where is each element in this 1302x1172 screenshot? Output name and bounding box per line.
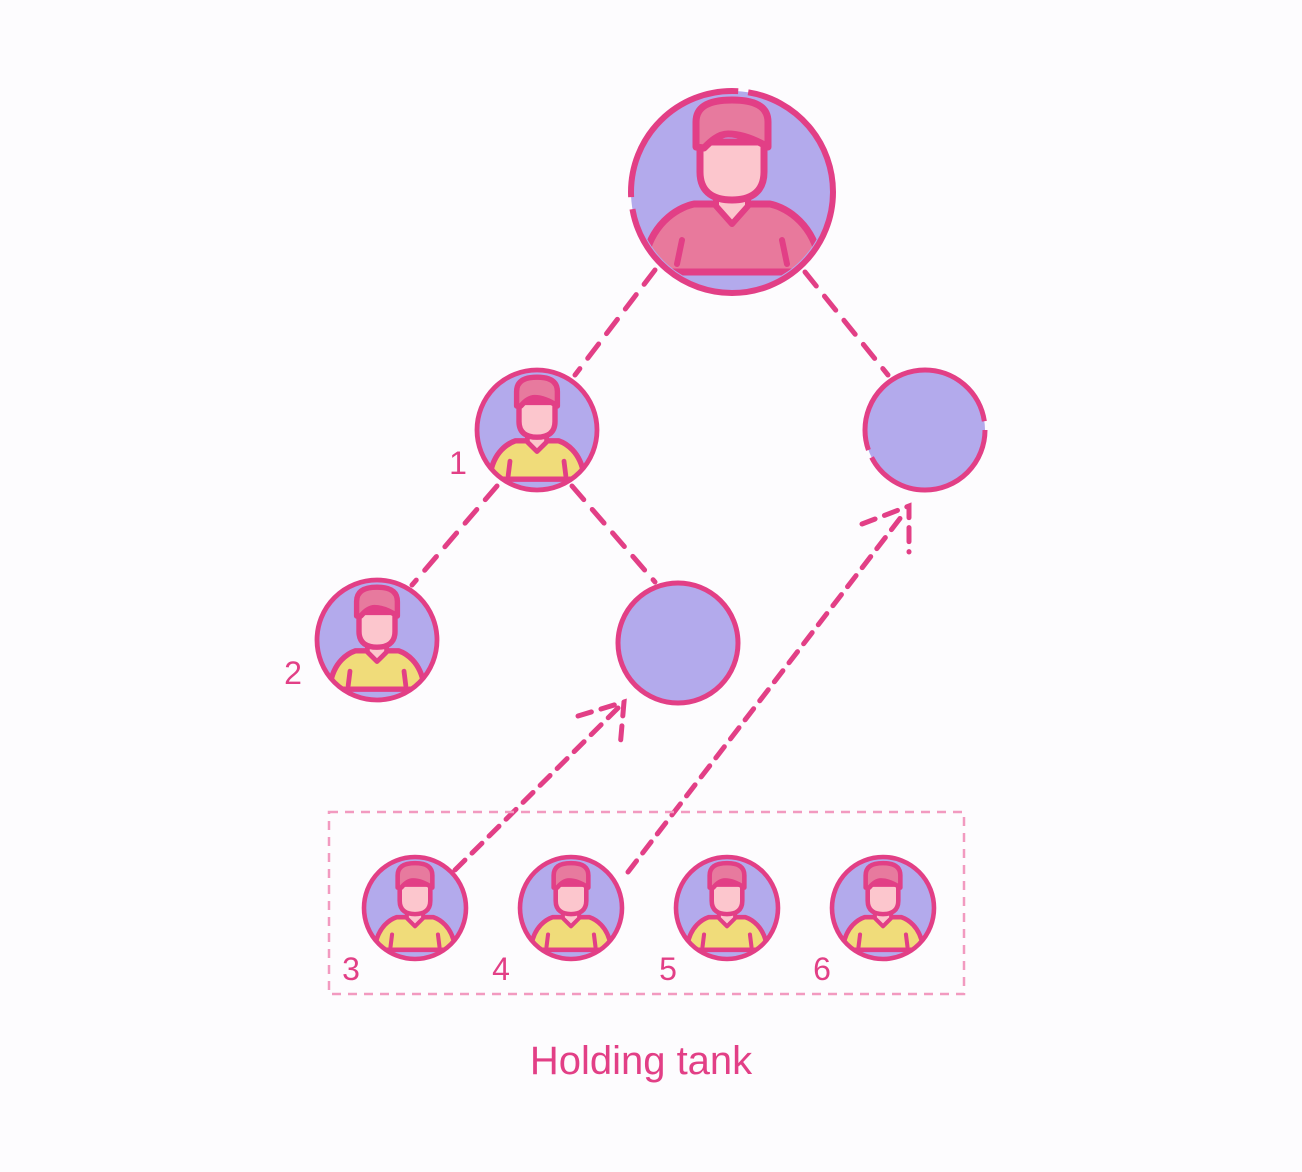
node-label-2: 2: [284, 655, 302, 691]
member-label-6: 6: [813, 951, 831, 987]
tree-node-2[interactable]: [314, 577, 440, 703]
holding-tank-member-3[interactable]: [361, 854, 469, 962]
member-label-4: 4: [492, 951, 510, 987]
placement-arrow-3-head-icon: [575, 698, 627, 751]
placement-arrow-4-head-icon: [859, 502, 912, 555]
root-node[interactable]: [628, 88, 836, 296]
connector-node1-to-node2: [409, 483, 500, 588]
connector-root-to-empty-right: [802, 269, 891, 378]
placement-arrow-4: [625, 509, 908, 875]
connector-root-to-node1: [572, 267, 658, 378]
node-label-1: 1: [449, 445, 467, 481]
holding-tank-caption: Holding tank: [530, 1039, 753, 1083]
placement-arrow-3: [452, 705, 621, 873]
member-label-3: 3: [342, 951, 360, 987]
empty-slot-left[interactable]: [615, 580, 741, 706]
holding-tank-member-6[interactable]: [829, 854, 937, 962]
holding-tank-member-4[interactable]: [517, 854, 625, 962]
holding-tank-box: [327, 810, 966, 996]
holding-tank-member-5[interactable]: [673, 854, 781, 962]
member-label-5: 5: [659, 951, 677, 987]
empty-slot-right[interactable]: [862, 367, 988, 493]
connector-node1-to-empty-left: [569, 483, 658, 585]
tree-node-1[interactable]: [474, 367, 600, 493]
